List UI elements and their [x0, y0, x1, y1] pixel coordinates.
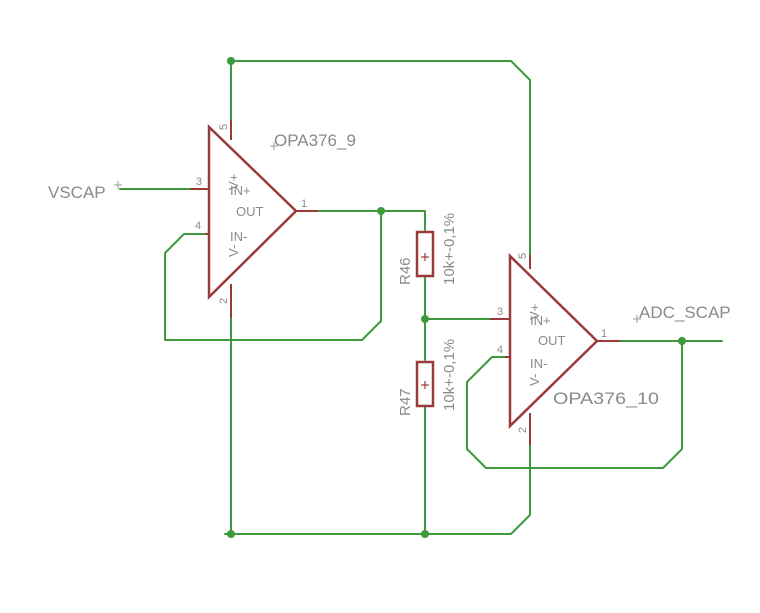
wire-top-rail: [230, 60, 531, 256]
opamp-u9-triangle: [207, 124, 298, 300]
u9-pin4-number: 4: [195, 220, 201, 232]
opamp-u9[interactable]: 5 2 3 4 1 IN+ OUT IN- V+ V- OPA376_9: [190, 120, 356, 318]
junction-u9-out: [377, 207, 385, 215]
wire-u9-feedback: [164, 210, 382, 341]
u10-pin3-number: 3: [497, 306, 503, 318]
adc-scap-label: ADC_SCAP: [639, 303, 731, 322]
u10-vminus-label: V-: [527, 374, 542, 386]
u9-vplus-label: V+: [226, 174, 241, 190]
u9-pin1-number: 1: [301, 198, 307, 210]
wire-u9-out: [317, 210, 426, 231]
junction-bottom-mid: [421, 530, 429, 538]
r46-body: [415, 230, 435, 278]
u10-pin4-number: 4: [497, 344, 503, 356]
junction-divider: [421, 315, 429, 323]
junction-u10-out: [678, 337, 686, 345]
u10-pin5-number: 5: [517, 253, 529, 259]
wire-bottom-rail: [224, 444, 531, 535]
opamp-u10-triangle: [508, 253, 599, 429]
u9-pin5-number: 5: [218, 124, 230, 130]
junction-bottom-left: [227, 530, 235, 538]
u9-pin3-number: 3: [196, 176, 202, 188]
u10-pin1-number: 1: [601, 328, 607, 340]
u10-in-minus-label: IN-: [530, 356, 547, 371]
wires: [119, 60, 723, 535]
u10-in-plus-label: IN+: [530, 313, 551, 328]
u10-pin2-number: 2: [517, 427, 529, 433]
wire-u10-feedback: [466, 340, 683, 469]
u10-part-name: OPA376_10: [553, 389, 659, 408]
resistor-r47[interactable]: R47 10k+-0,1%: [397, 339, 458, 416]
u9-in-plus-label: IN+: [230, 183, 251, 198]
r47-value: 10k+-0,1%: [441, 339, 458, 411]
u9-part-name: OPA376_9: [274, 131, 356, 150]
u9-vminus-label: V-: [226, 245, 241, 257]
u10-vplus-label: V+: [527, 304, 542, 320]
u9-out-label: OUT: [236, 204, 264, 219]
junction-top-rail: [227, 57, 235, 65]
r46-name: R46: [397, 257, 414, 285]
u9-in-minus-label: IN-: [230, 229, 247, 244]
r46-value: 10k+-0,1%: [441, 213, 458, 285]
opamp-u10[interactable]: 5 2 3 4 1 IN+ OUT IN- V+ V- OPA376_10: [490, 253, 659, 445]
r47-name: R47: [397, 388, 414, 416]
junctions: [227, 57, 686, 538]
u10-out-label: OUT: [538, 333, 566, 348]
resistor-r46[interactable]: R46 10k+-0,1%: [397, 213, 458, 285]
vscap-label: VSCAP: [48, 183, 106, 202]
net-label-adc-scap[interactable]: ADC_SCAP: [633, 303, 731, 323]
r47-body: [415, 360, 435, 408]
u9-pin2-number: 2: [218, 298, 230, 304]
net-label-vscap[interactable]: VSCAP: [48, 181, 122, 202]
